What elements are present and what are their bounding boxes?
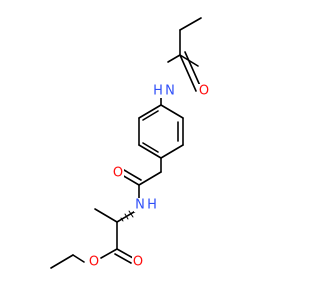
bond — [160, 144, 184, 159]
bond — [116, 248, 134, 259]
bond — [160, 104, 184, 119]
oxygen-atom-label: O — [89, 255, 99, 270]
bond — [179, 17, 202, 31]
hydrogen-atom-label: H — [147, 198, 157, 213]
bond — [50, 254, 74, 269]
bond — [179, 54, 197, 92]
bond — [142, 110, 159, 121]
bond-layer — [50, 17, 202, 269]
atom-label-layer: O N H O N H O O — [88, 84, 210, 270]
bond — [138, 104, 162, 119]
label-bg — [132, 255, 144, 269]
label-bg — [198, 84, 210, 98]
bond — [138, 144, 162, 159]
label-bg — [112, 166, 124, 180]
oxygen-atom-label: O — [133, 255, 143, 270]
label-bg — [88, 255, 100, 269]
hydrogen-atom-label: H — [153, 84, 163, 99]
bond — [114, 253, 132, 264]
label-bg — [152, 84, 176, 98]
bond — [142, 142, 159, 153]
bond — [167, 54, 181, 63]
bond — [121, 174, 140, 186]
bond — [184, 51, 202, 89]
stereo-wedge — [120, 210, 134, 222]
molecule-structure: O N H O N H O O — [50, 17, 210, 270]
bond — [123, 169, 142, 181]
label-bg — [134, 198, 158, 212]
oxygen-atom-label: O — [113, 166, 123, 181]
nitrogen-atom-label: N — [165, 84, 175, 99]
bond — [100, 248, 118, 259]
nitrogen-atom-label: N — [135, 198, 145, 213]
oxygen-atom-label: O — [199, 84, 209, 99]
bond — [138, 171, 162, 186]
bond — [72, 254, 85, 263]
bond — [94, 208, 118, 223]
